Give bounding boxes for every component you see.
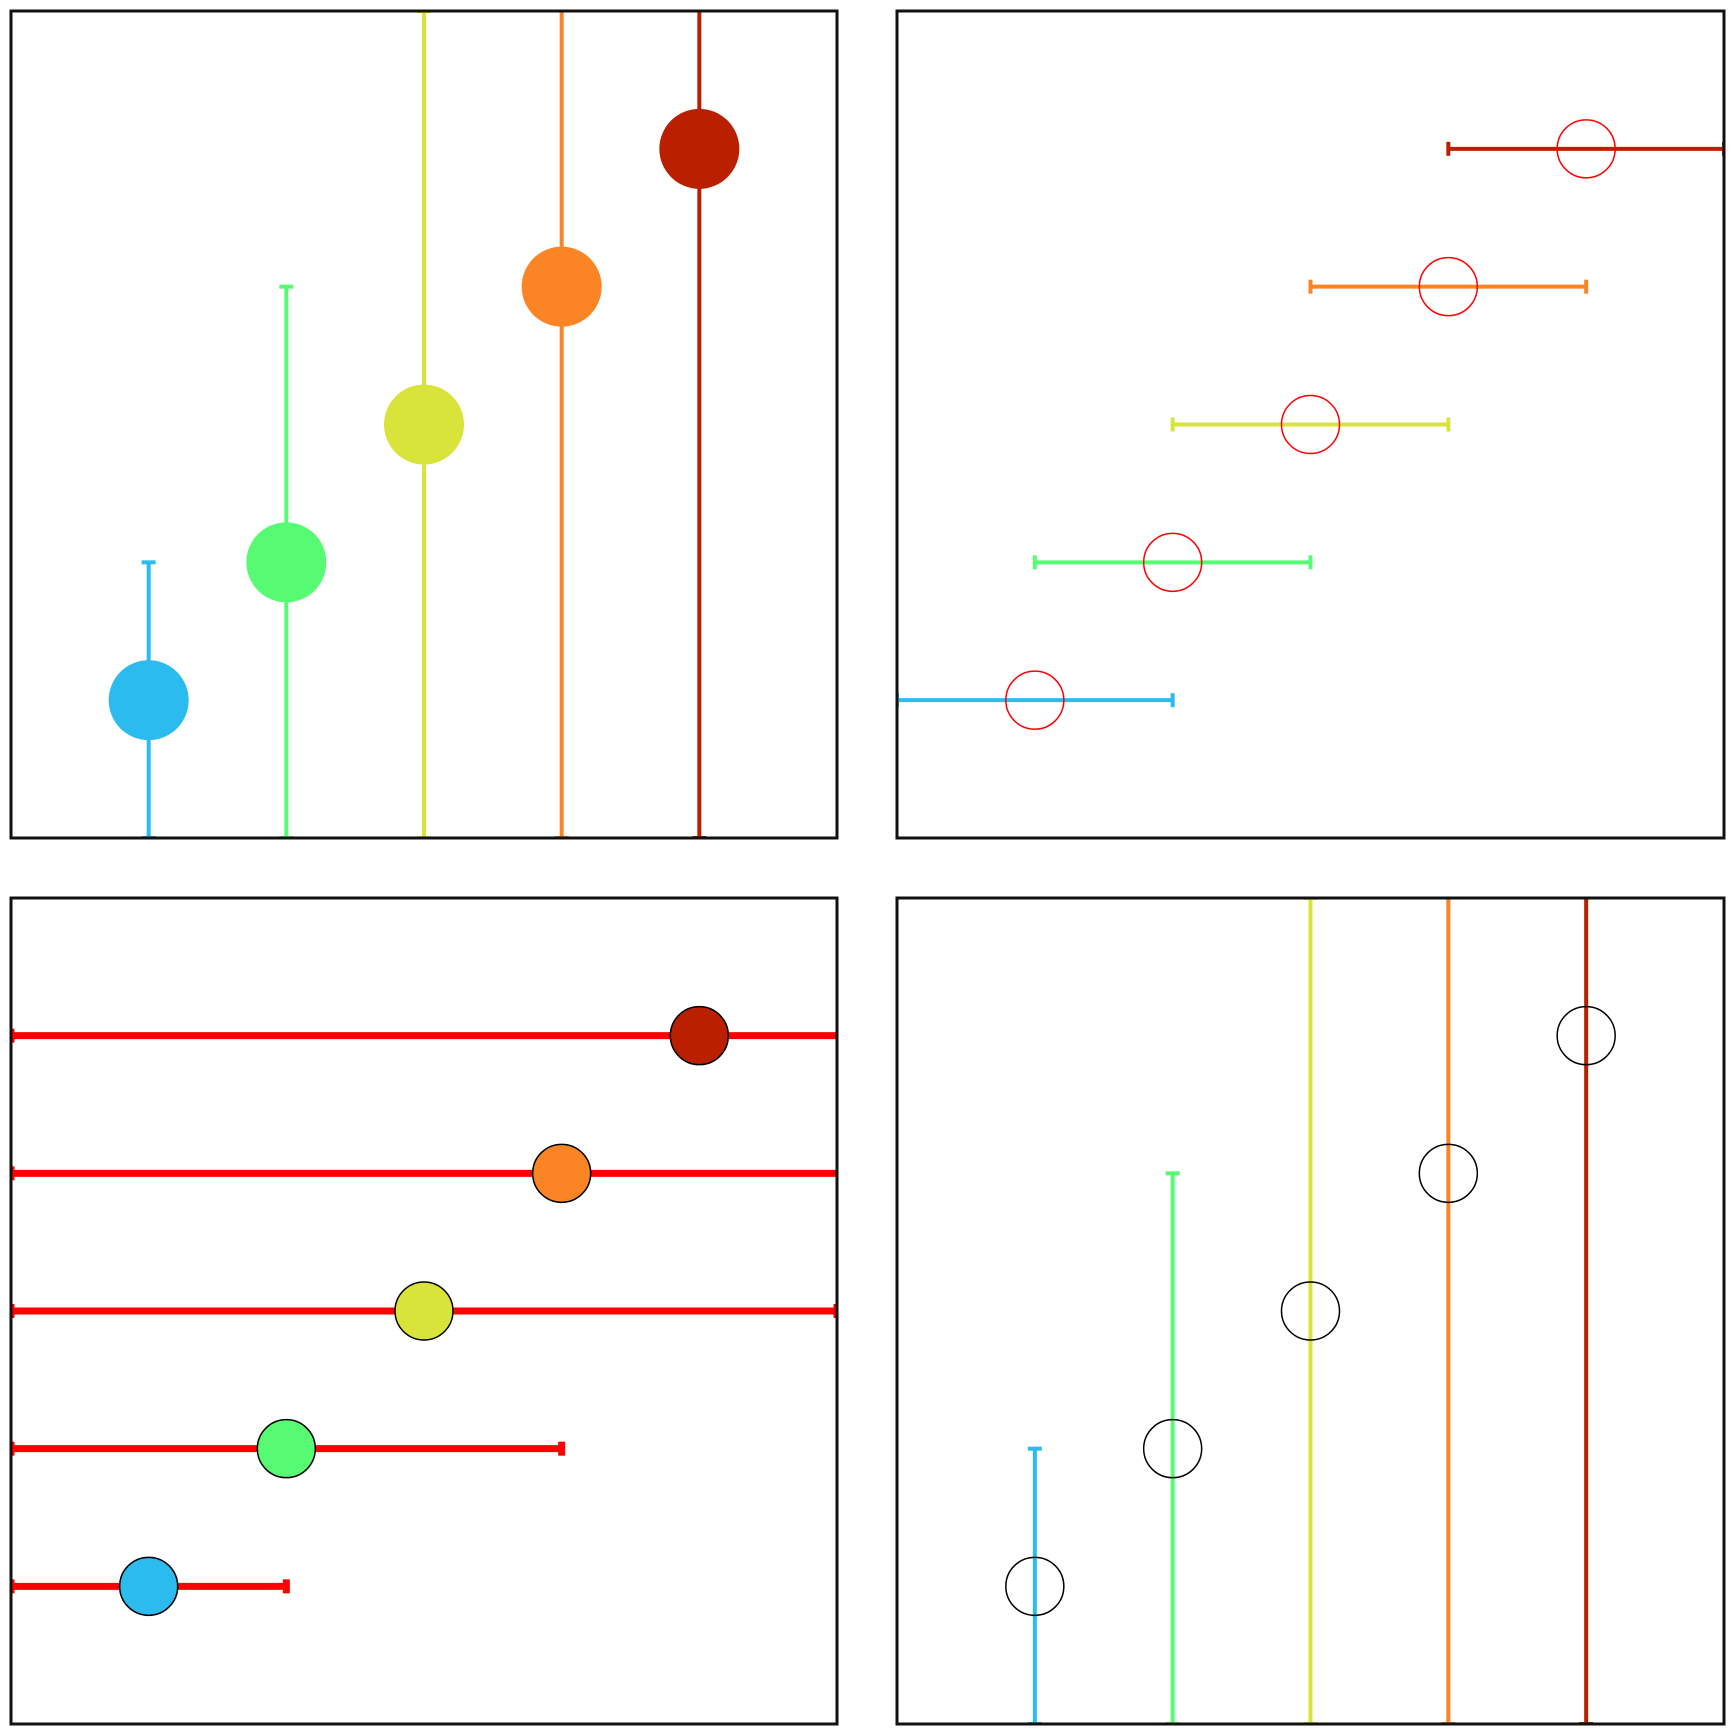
data-point-3: [394, 1281, 454, 1341]
panel-bottom-right-vertical-open-markers: [895, 896, 1726, 1726]
data-point-3: [1280, 394, 1341, 455]
data-layer: [1005, 898, 1616, 1724]
axes-frame: [895, 896, 1726, 1726]
data-point-5: [1556, 1005, 1616, 1066]
data-point-2: [1142, 1418, 1203, 1479]
panel-top-left-vertical-errorbars: [9, 9, 839, 840]
data-layer: [108, 11, 740, 838]
data-point-1: [1005, 1556, 1065, 1617]
data-point-3: [384, 384, 464, 465]
axes-frame: [9, 9, 839, 840]
data-layer: [11, 1005, 837, 1617]
data-point-2: [246, 522, 327, 603]
data-point-3: [1280, 1281, 1341, 1341]
data-point-5: [659, 108, 740, 189]
data-point-4: [1418, 1143, 1479, 1204]
data-point-4: [521, 246, 602, 327]
axes-frame: [9, 896, 839, 1726]
data-point-4: [1418, 256, 1479, 317]
axes-frame: [895, 9, 1726, 840]
panel-top-right-horizontal-errorbars: [895, 9, 1726, 840]
data-point-5: [1556, 119, 1616, 179]
panel-bottom-left-horizontal-red-errorbars: [9, 896, 839, 1726]
data-point-1: [1005, 670, 1065, 730]
data-layer: [897, 119, 1724, 730]
data-point-2: [1142, 532, 1203, 593]
data-point-1: [108, 660, 189, 741]
data-point-2: [256, 1418, 317, 1479]
data-point-4: [531, 1143, 592, 1204]
data-point-5: [669, 1005, 730, 1066]
data-point-1: [118, 1556, 179, 1617]
